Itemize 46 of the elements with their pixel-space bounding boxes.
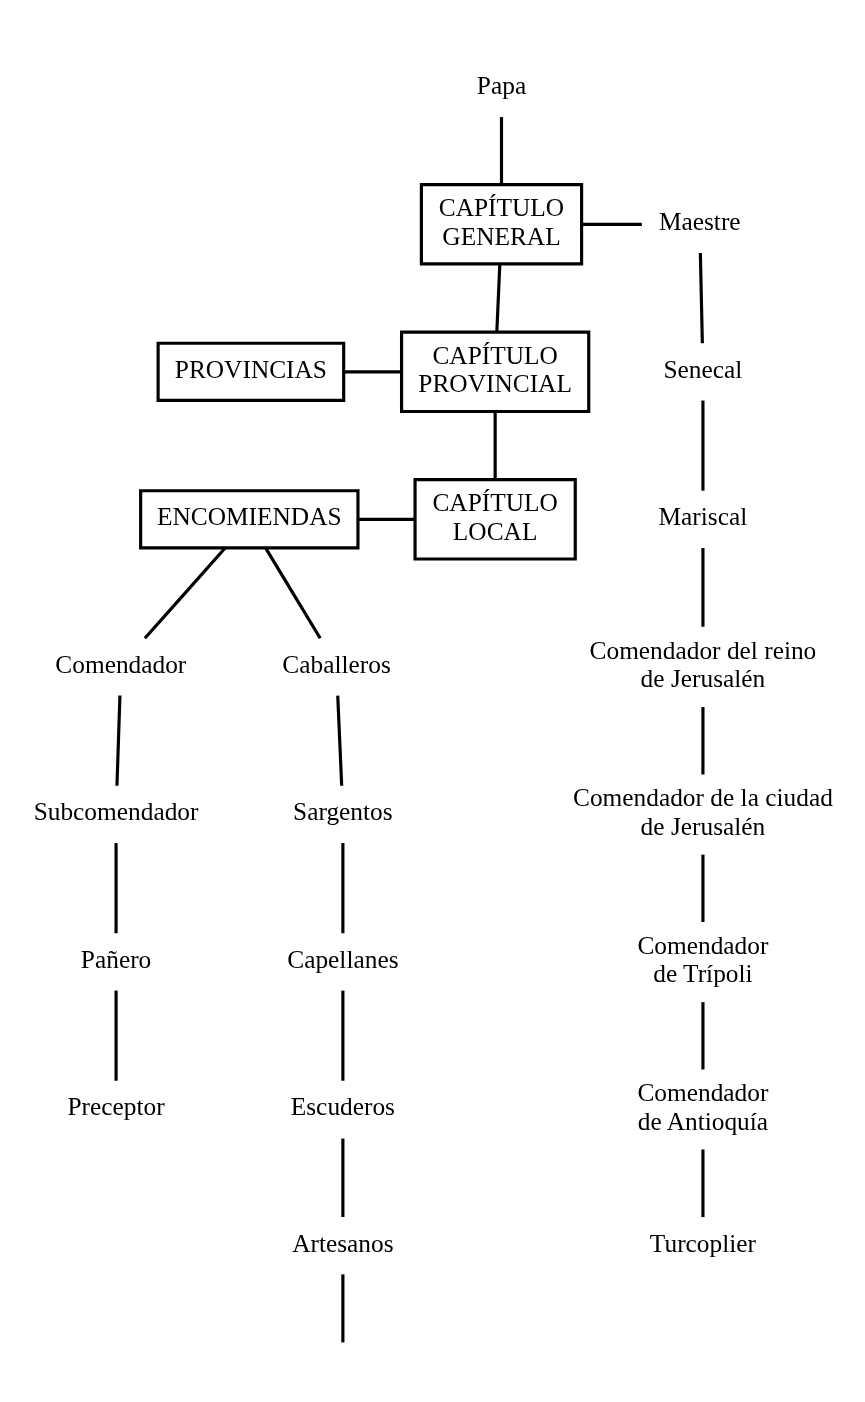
- connector: [114, 842, 118, 933]
- node-text: Sargentos: [293, 796, 393, 825]
- node-box: CAPÍTULO LOCAL: [413, 477, 577, 561]
- connector: [698, 252, 704, 343]
- connector: [115, 695, 122, 786]
- node-text: Caballeros: [282, 649, 391, 678]
- connector: [358, 517, 415, 521]
- connector: [701, 547, 705, 627]
- connector: [701, 854, 705, 922]
- node-box: CAPÍTULO PROVINCIAL: [400, 330, 591, 413]
- connector: [341, 1273, 345, 1342]
- node-text: Comendador de Antioquía: [637, 1077, 769, 1135]
- connector: [701, 1001, 705, 1069]
- node-text: Papa: [476, 70, 527, 99]
- node-text: Comendador de la ciudad de Jerusalén: [573, 782, 833, 840]
- connector: [336, 695, 344, 786]
- node-text: Preceptor: [67, 1091, 165, 1120]
- connector: [143, 546, 227, 639]
- connector: [114, 990, 118, 1081]
- node-box: CAPÍTULO GENERAL: [419, 182, 584, 266]
- node-text: Turcoplier: [649, 1228, 756, 1257]
- connector: [341, 1138, 345, 1217]
- connector: [499, 116, 504, 185]
- node-text: Escuderos: [290, 1091, 395, 1120]
- node-text: Maestre: [658, 206, 741, 235]
- connector: [582, 222, 642, 226]
- connector: [701, 706, 705, 774]
- node-text: Capellanes: [287, 944, 399, 973]
- node-text: Pañero: [80, 944, 152, 973]
- node-text: Mariscal: [658, 501, 748, 530]
- node-box: ENCOMIENDAS: [139, 488, 360, 549]
- node-text: Comendador: [55, 649, 187, 678]
- connector: [701, 1149, 705, 1217]
- connector: [701, 400, 705, 491]
- connector: [341, 842, 345, 933]
- node-text: Comendador de Trípoli: [637, 930, 769, 987]
- connector: [341, 990, 345, 1081]
- node-text: Artesanos: [292, 1228, 394, 1257]
- connector: [493, 411, 497, 479]
- connector: [495, 264, 502, 332]
- connector: [343, 369, 402, 373]
- node-text: Subcomendador: [33, 796, 199, 825]
- node-text: Comendador del reino de Jerusalén: [589, 635, 817, 692]
- connector: [264, 546, 322, 639]
- node-box: PROVINCIAS: [156, 341, 346, 402]
- node-text: Senecal: [663, 354, 743, 383]
